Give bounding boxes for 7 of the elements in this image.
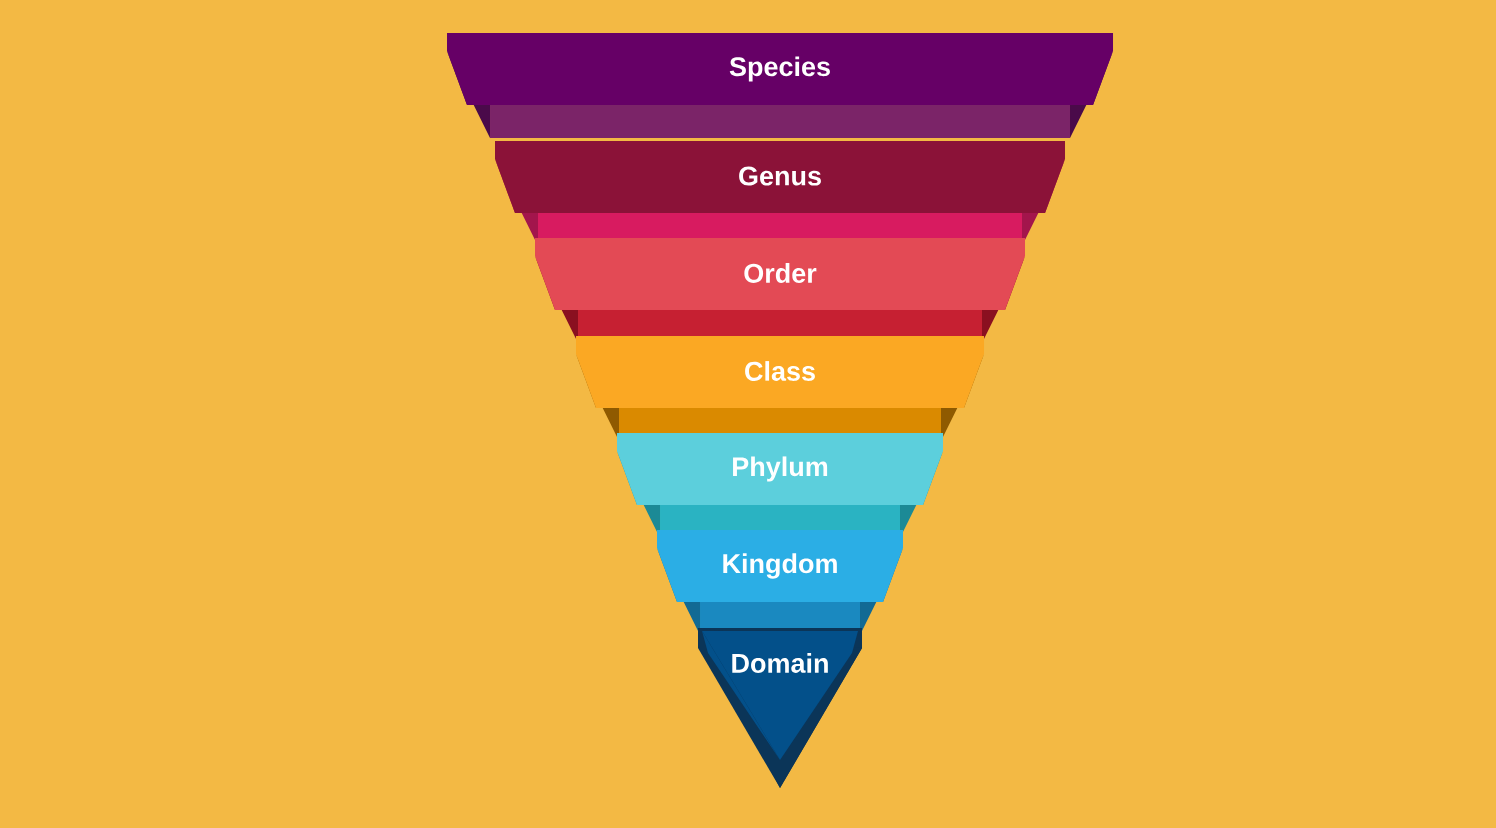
funnel-layer: Domain <box>698 628 862 788</box>
funnel-layer: Order <box>535 238 1025 343</box>
funnel-layer: Species <box>447 33 1113 138</box>
funnel-layer: Phylum <box>617 433 943 538</box>
funnel-layer: Genus <box>495 141 1065 246</box>
funnel-layer: Class <box>576 336 984 441</box>
funnel-layer: Kingdom <box>657 530 903 635</box>
